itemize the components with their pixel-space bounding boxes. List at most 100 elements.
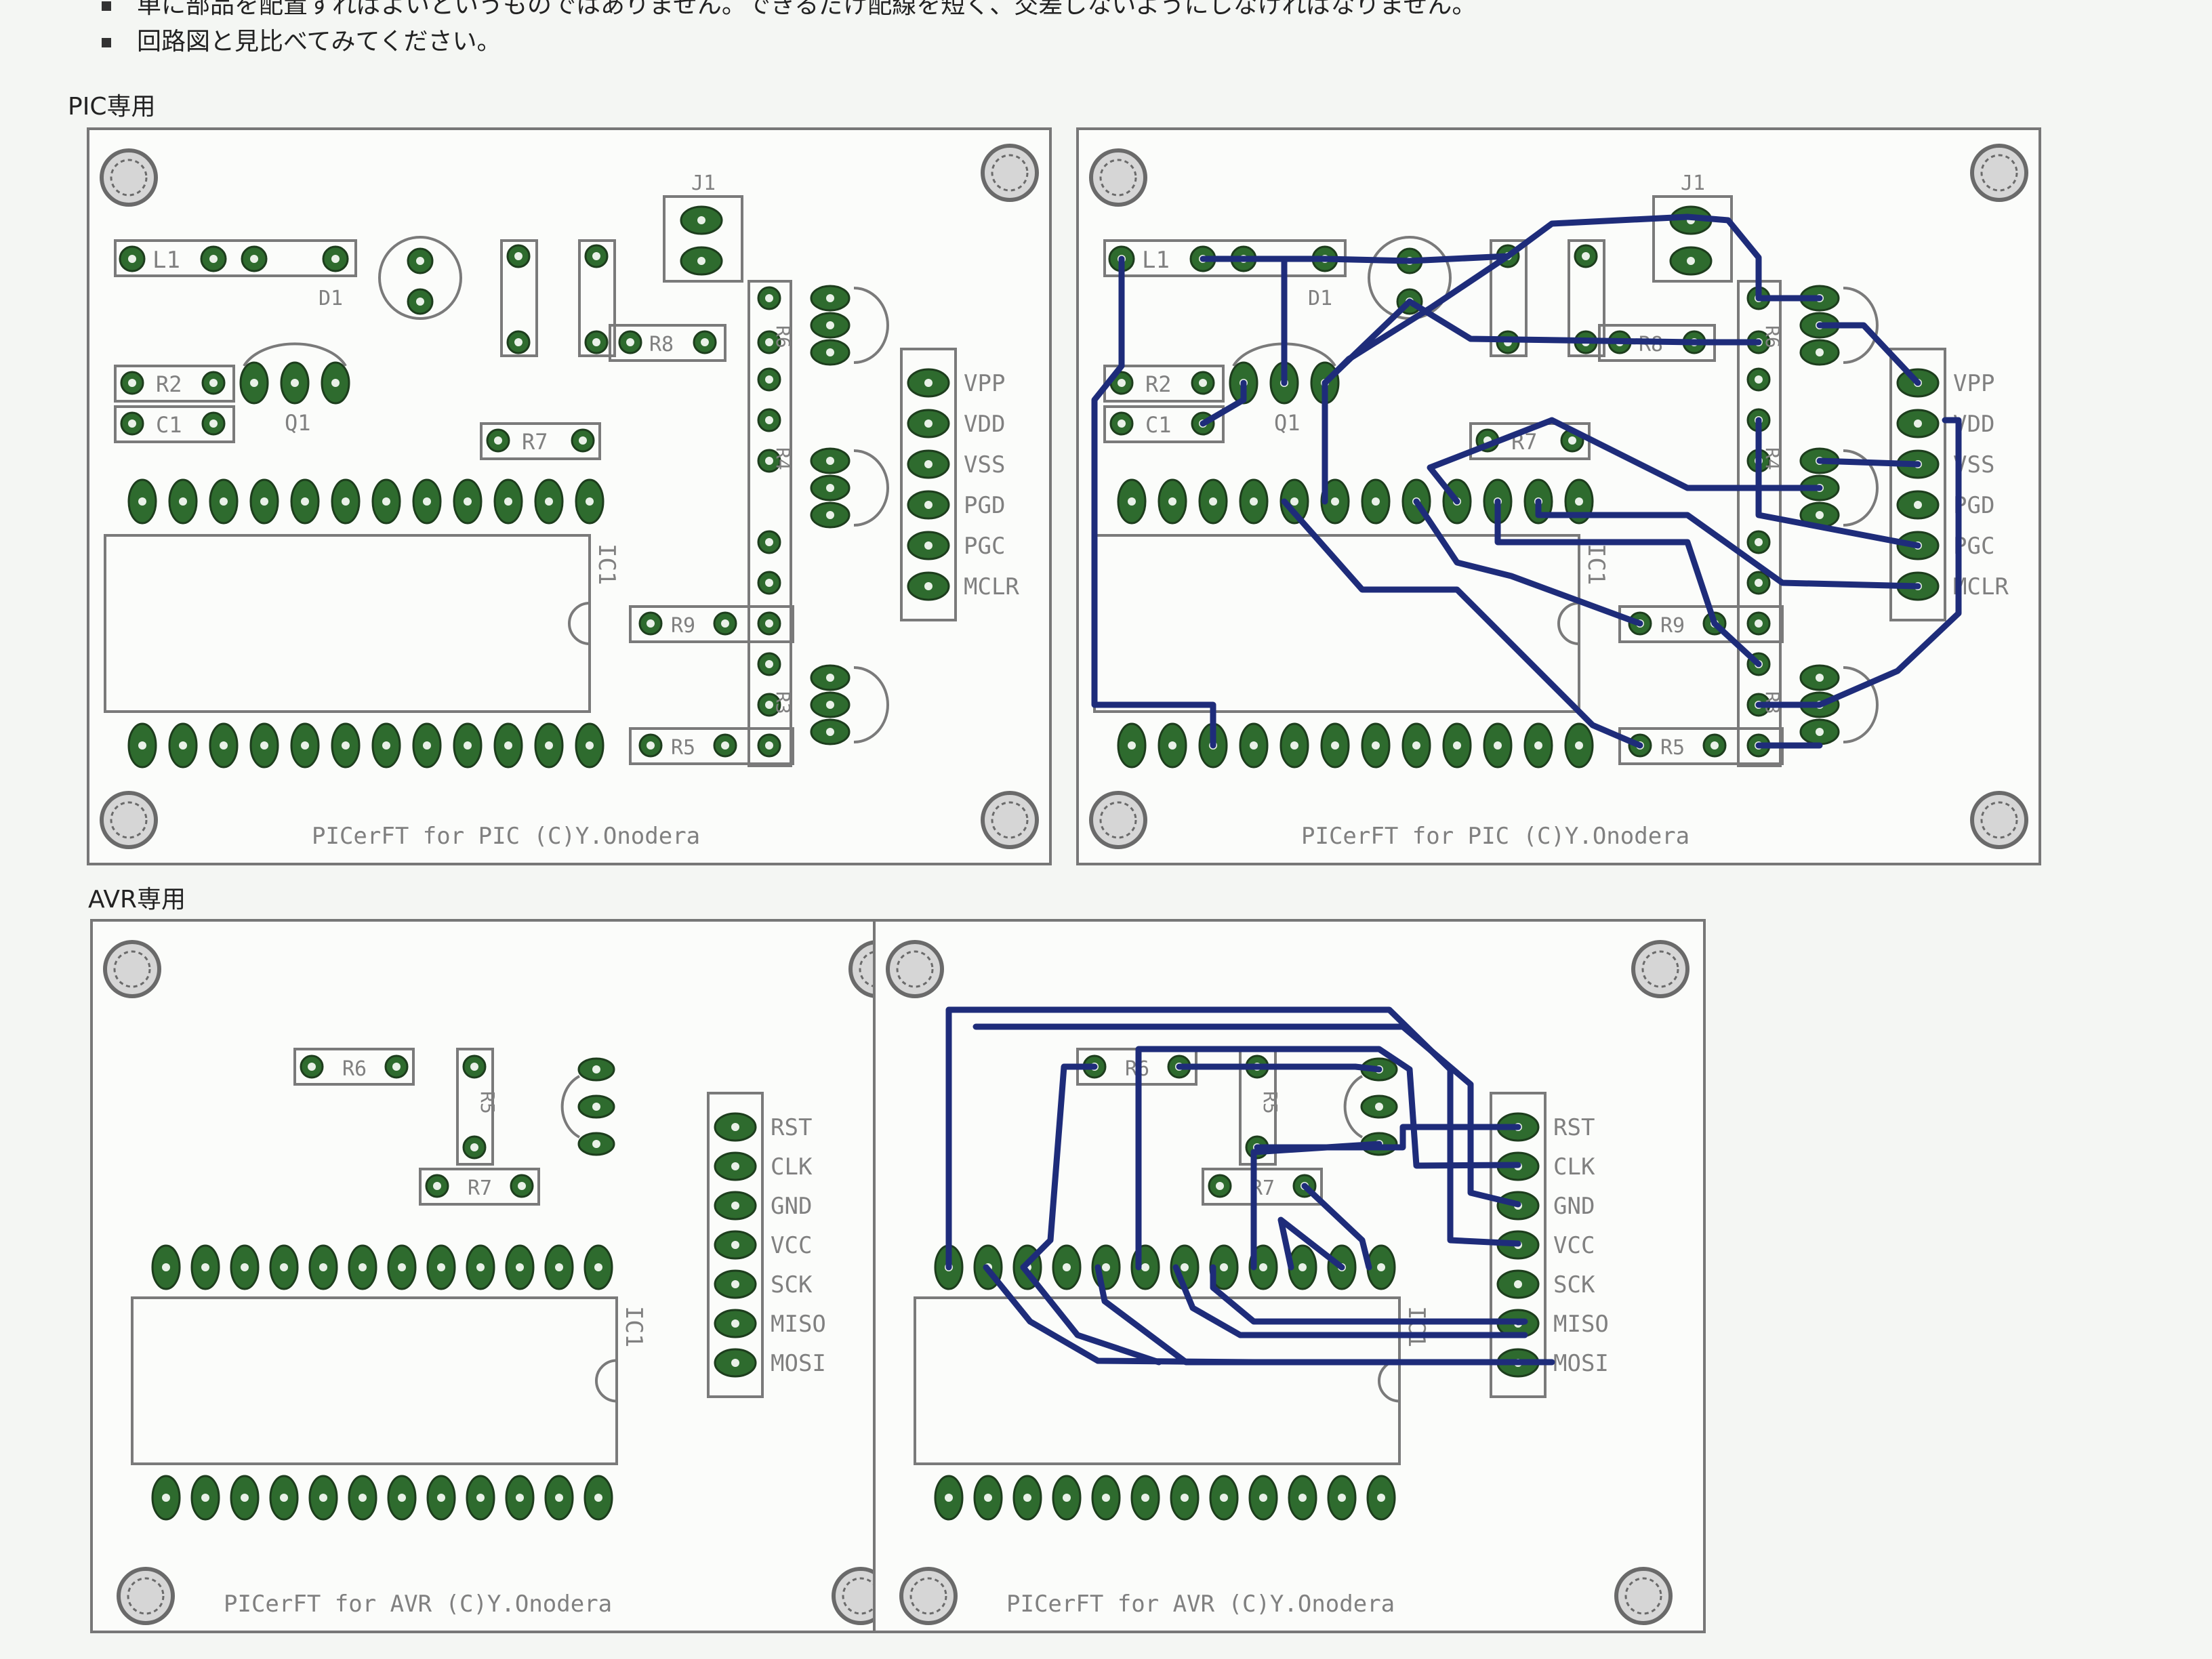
- mounting-hole: [100, 148, 158, 207]
- pad-hole: [128, 255, 136, 263]
- trace: [1277, 1216, 1345, 1271]
- pin-label: RST: [771, 1114, 812, 1141]
- pad-hole: [579, 436, 587, 445]
- pad-hole: [697, 216, 705, 224]
- pad-hole: [826, 484, 834, 492]
- trace: [1322, 253, 1511, 264]
- pad-hole: [555, 1263, 563, 1271]
- pad-hole: [1816, 728, 1824, 736]
- pad-hole: [128, 379, 136, 387]
- pad-hole: [1168, 741, 1176, 750]
- pad-hole: [924, 541, 933, 550]
- bullet-item: 回路図と見比べてみてください。: [102, 22, 501, 57]
- part-label: R2: [156, 371, 182, 397]
- part-outline: [1103, 405, 1225, 443]
- transistor-outline: [853, 449, 889, 527]
- pad-hole: [308, 1063, 316, 1071]
- pad-hole: [138, 741, 146, 750]
- pad-hole: [592, 1065, 600, 1073]
- pad-hole: [1568, 436, 1576, 445]
- pad-hole: [1575, 497, 1583, 506]
- pad-hole: [416, 298, 424, 306]
- pad-hole: [1250, 497, 1258, 506]
- pad-hole: [250, 255, 258, 263]
- mounting-hole-ring: [1641, 950, 1679, 988]
- pad-hole: [765, 457, 773, 465]
- pad-hole: [179, 741, 187, 750]
- pad-hole: [464, 497, 472, 506]
- pad-hole: [826, 511, 834, 519]
- pad-hole: [1141, 1494, 1149, 1502]
- pad-hole: [731, 1319, 739, 1328]
- part-label: Q1: [285, 410, 311, 436]
- part-label: Q1: [1274, 410, 1300, 436]
- bullet-icon: [102, 38, 111, 47]
- pin-header-outline: [1889, 348, 1946, 621]
- pad-hole: [382, 741, 390, 750]
- pad-hole: [398, 1494, 406, 1502]
- pad-hole: [984, 1494, 992, 1502]
- mounting-hole-ring: [110, 801, 148, 839]
- pad-hole: [731, 1202, 739, 1210]
- mounting-hole-ring: [1980, 154, 2018, 192]
- ic-notch: [595, 1359, 617, 1403]
- part-outline: [114, 239, 357, 277]
- pin-label: MISO: [1553, 1311, 1609, 1338]
- pad-hole: [241, 1494, 249, 1502]
- pad-hole: [423, 741, 431, 750]
- pad-hole: [260, 497, 268, 506]
- part-outline: [114, 365, 235, 403]
- pin-label: SCK: [771, 1271, 813, 1298]
- pad-hole: [1220, 1263, 1228, 1271]
- pad-hole: [1372, 741, 1380, 750]
- pad-hole: [518, 1182, 526, 1190]
- pad-hole: [162, 1494, 170, 1502]
- transistor-outline: [1343, 1075, 1363, 1139]
- pad-hole: [765, 741, 773, 750]
- mounting-hole: [1631, 940, 1689, 998]
- pad-hole: [470, 1063, 478, 1071]
- mounting-hole: [981, 791, 1039, 849]
- part-outline: [629, 727, 794, 765]
- pad-hole: [416, 257, 424, 265]
- part-outline: [114, 405, 235, 443]
- trace: [1301, 1183, 1372, 1271]
- pad-hole: [331, 255, 340, 263]
- ic-notch: [568, 602, 590, 645]
- pad-hole: [301, 497, 309, 506]
- pad-hole: [1412, 741, 1420, 750]
- pad-hole: [464, 741, 472, 750]
- pin-label: GND: [1553, 1193, 1595, 1220]
- pad-hole: [1216, 1182, 1224, 1190]
- pin-label: CLK: [1553, 1153, 1595, 1181]
- pad-hole: [1755, 619, 1763, 628]
- mounting-hole-ring: [1624, 1577, 1662, 1615]
- trace: [1210, 1264, 1528, 1326]
- mounting-hole: [1614, 1567, 1673, 1625]
- pad-hole: [1582, 252, 1590, 260]
- pad-hole: [1220, 1494, 1228, 1502]
- mounting-hole-ring: [1980, 801, 2018, 839]
- transistor-outline: [560, 1075, 580, 1139]
- part-label: R7: [522, 429, 548, 455]
- part-label: J1: [691, 171, 716, 195]
- pad-hole: [1816, 674, 1824, 682]
- pad-hole: [924, 460, 933, 468]
- pad-hole: [1755, 538, 1763, 546]
- pin-label: VCC: [771, 1232, 812, 1259]
- pin-header-outline: [707, 1092, 764, 1398]
- part-label: D1: [319, 287, 343, 310]
- pad-hole: [209, 379, 218, 387]
- pad-hole: [260, 741, 268, 750]
- trace: [983, 1264, 1257, 1366]
- part-outline: [609, 324, 726, 362]
- pad-hole: [138, 497, 146, 506]
- pad-hole: [209, 255, 218, 263]
- pad-hole: [128, 419, 136, 428]
- ic-label: IC1: [1582, 544, 1610, 585]
- pad-hole: [1494, 741, 1502, 750]
- trace: [1135, 1046, 1521, 1271]
- pad-hole: [1687, 257, 1695, 265]
- pad-hole: [280, 1494, 288, 1502]
- part-label: R6: [1761, 325, 1784, 348]
